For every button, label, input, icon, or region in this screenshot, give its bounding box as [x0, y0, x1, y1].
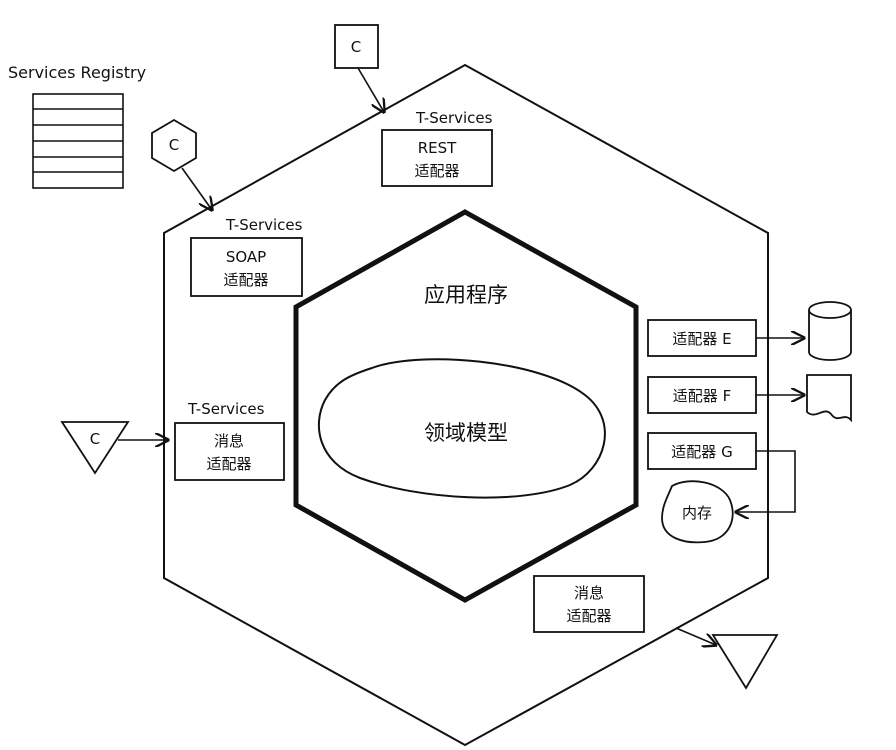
adapter-f-label: 适配器 F [673, 387, 731, 405]
soap-adapter-box [190, 237, 303, 297]
registry-title: Services Registry [8, 63, 146, 82]
arrow-hexagon-client [181, 167, 212, 210]
memory-blob [661, 480, 734, 544]
message-adapter-left-box [174, 422, 285, 481]
tservices-top-label: T-Services [415, 109, 493, 127]
database-icon [808, 301, 852, 361]
adapter-g-label: 适配器 G [671, 443, 732, 461]
output-triangle [711, 634, 779, 690]
outer-hexagon [163, 63, 769, 747]
application-label: 应用程序 [424, 283, 508, 307]
domain-model-label: 领域模型 [424, 421, 508, 445]
document-icon [806, 374, 852, 423]
application-hexagon [293, 209, 639, 603]
arrow-square-client [357, 67, 384, 112]
client-triangle-label: C [90, 430, 100, 448]
client-square [334, 24, 379, 69]
soap-adapter-line1: SOAP [226, 248, 266, 266]
client-triangle [60, 421, 130, 475]
message-adapter-bottom-line2: 适配器 [566, 607, 611, 625]
message-adapter-bottom-box [533, 575, 645, 633]
message-adapter-left-line1: 消息 [214, 432, 244, 450]
rest-adapter-box [381, 129, 493, 187]
arrow-adapter-g [736, 450, 796, 512]
tservices-left-top-label: T-Services [225, 216, 303, 234]
rest-adapter-line2: 适配器 [414, 162, 459, 180]
tservices-left-mid-label: T-Services [187, 400, 265, 418]
arrow-bottom-triangle [675, 627, 716, 645]
message-adapter-left-line2: 适配器 [206, 455, 251, 473]
registry-table [32, 93, 124, 189]
domain-model-blob [317, 358, 606, 499]
client-hexagon-label: C [169, 136, 179, 154]
adapter-g-box [647, 432, 757, 470]
client-hexagon [151, 118, 197, 173]
soap-adapter-line2: 适配器 [223, 271, 268, 289]
message-adapter-bottom-line1: 消息 [574, 584, 604, 602]
memory-label: 内存 [682, 504, 712, 522]
rest-adapter-line1: REST [418, 139, 457, 157]
adapter-e-label: 适配器 E [672, 330, 731, 348]
client-square-label: C [351, 38, 361, 56]
